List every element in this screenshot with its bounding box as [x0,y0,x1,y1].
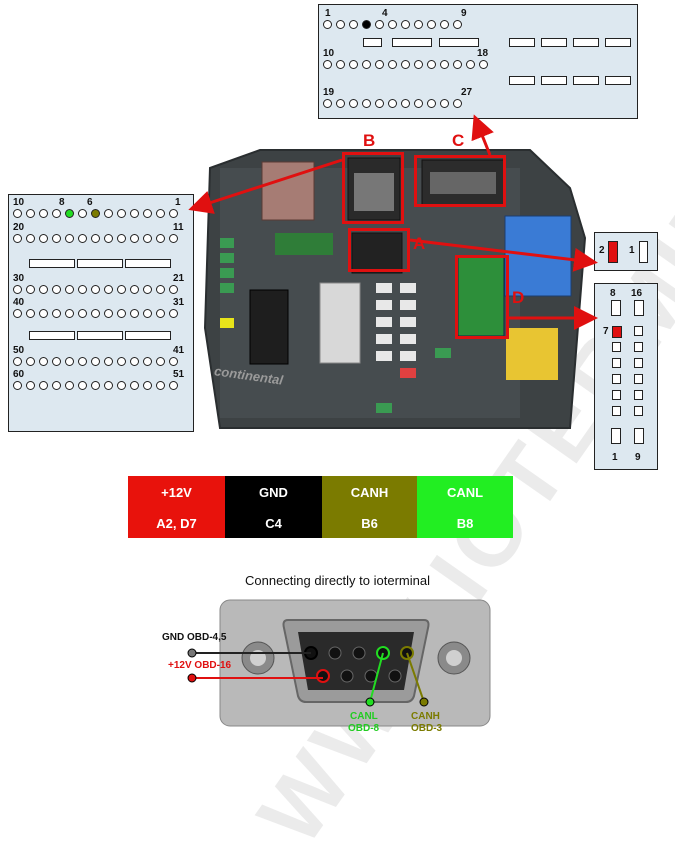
table-header-canh: CANH [322,476,417,508]
pin-label-2: 2 [599,245,605,256]
callout-label-b: B [363,131,376,150]
pin-row-1-9 [323,20,466,29]
pin-label-10: 10 [13,197,25,208]
connector-b-panel: 10 8 6 1 20 11 30 21 40 31 50 41 60 51 [8,194,194,432]
label-canl-2: OBD-8 [348,723,380,734]
pin-label-8: 8 [59,197,65,208]
pin-label-4: 4 [382,8,388,19]
pin-label-30: 30 [13,273,25,284]
pin-label-19: 19 [323,87,335,98]
pin-label-11: 11 [173,222,184,233]
pin-label-1: 1 [175,197,181,208]
callout-a-box [348,228,410,272]
table-cell-canl: B8 [417,508,513,538]
label-12v-obd: +12V OBD-16 [168,660,232,671]
label-canh-1: CANH [411,711,440,722]
pin-label-10: 10 [323,48,335,59]
table-cell-canh: B6 [322,508,417,538]
pin-label-20: 20 [13,222,25,233]
fuse-box-photo: continental [200,128,590,438]
callout-d-box [455,255,509,339]
pin-label-1: 1 [629,245,635,256]
connector-a-panel: 2 1 [594,232,658,271]
pin-label-51: 51 [173,369,185,380]
pin-label-7: 7 [603,326,609,337]
callout-b-box [342,152,404,224]
callout-label-c: C [452,131,465,150]
db9-connector [218,598,492,728]
table-header-canl: CANL [417,476,513,508]
connector-d-panel: 8 16 7 1 9 [594,283,658,470]
pin-row-19-27 [323,99,466,108]
bottom-title: Connecting directly to ioterminal [245,573,430,588]
pin-label-41: 41 [173,345,185,356]
table-cell-gnd: C4 [225,508,322,538]
pin-label-8: 8 [610,288,616,299]
pin-label-16: 16 [631,288,643,299]
connector-c-panel: 1 4 9 10 18 19 27 [318,4,638,119]
label-canl-1: CANL [350,711,378,722]
pin-label-40: 40 [13,297,25,308]
pin-row-10-18 [323,60,492,69]
callout-label-d: D [512,288,525,307]
pin-label-50: 50 [13,345,25,356]
pin-label-1: 1 [612,452,618,463]
pin-label-9: 9 [635,452,641,463]
table-header-gnd: GND [225,476,322,508]
table-cell-12v: A2, D7 [128,508,225,538]
callout-c-box [414,155,506,207]
label-canh-2: OBD-3 [411,723,443,734]
pin-label-18: 18 [477,48,489,59]
pin-label-6: 6 [87,197,93,208]
callout-label-a: A [413,234,426,253]
pin-label-21: 21 [173,273,185,284]
label-gnd-obd: GND OBD-4,5 [162,632,227,643]
pin-label-27: 27 [461,87,473,98]
pin-label-9: 9 [461,8,467,19]
pin-label-1: 1 [325,8,331,19]
pin-label-31: 31 [173,297,185,308]
pin-label-60: 60 [13,369,25,380]
table-header-12v: +12V [128,476,225,508]
